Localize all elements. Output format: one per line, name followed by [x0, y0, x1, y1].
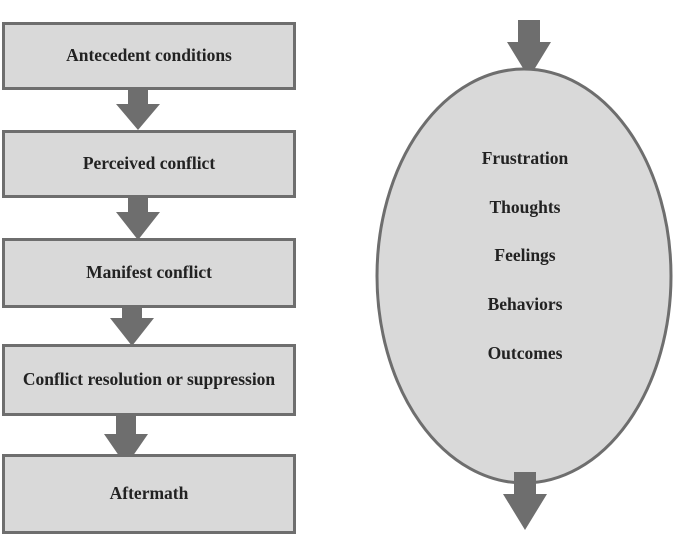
ellipse-item-feelings: Feelings — [494, 245, 556, 265]
entry-arrow — [507, 20, 551, 78]
stage-box-aftermath: Aftermath — [2, 454, 296, 534]
flow-arrow-3 — [110, 306, 154, 346]
stage-box-perceived-conflict: Perceived conflict — [2, 130, 296, 198]
stage-label: Antecedent conditions — [66, 45, 232, 66]
process-ellipse — [375, 67, 673, 485]
ellipse-item-thoughts: Thoughts — [489, 197, 561, 217]
stage-label: Manifest conflict — [86, 262, 212, 283]
flow-arrow-2 — [116, 196, 160, 240]
stage-label: Perceived conflict — [82, 153, 216, 174]
flow-arrow-1 — [116, 88, 160, 130]
stage-box-antecedent-conditions: Antecedent conditions — [2, 22, 296, 90]
exit-arrow — [503, 472, 547, 530]
flow-arrow-4 — [104, 414, 148, 466]
stage-box-manifest-conflict: Manifest conflict — [2, 238, 296, 308]
stage-box-conflict-resolution: Conflict resolution or suppression — [2, 344, 296, 416]
ellipse-item-outcomes: Outcomes — [487, 343, 563, 363]
ellipse-item-behaviors: Behaviors — [487, 294, 563, 314]
stage-label: Aftermath — [109, 483, 189, 504]
ellipse-item-frustration: Frustration — [481, 148, 569, 168]
stage-label: Conflict resolution or suppression — [22, 369, 276, 390]
